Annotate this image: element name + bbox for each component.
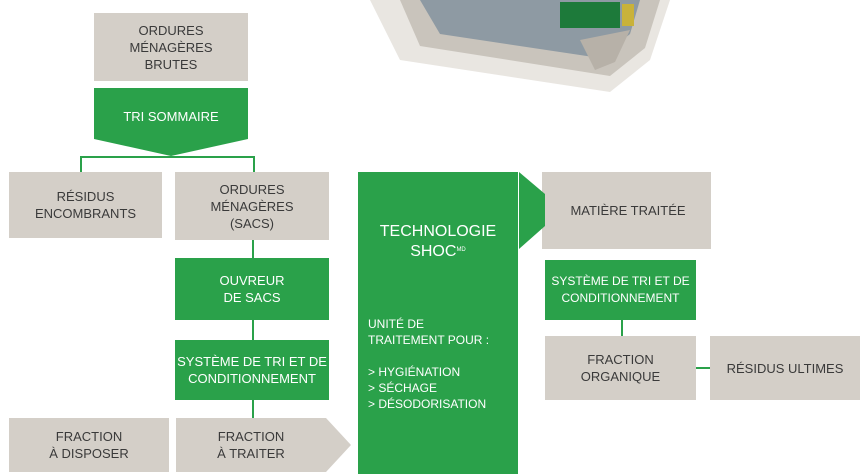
systeme-tri-left-box: SYSTÈME DE TRI ET DE CONDITIONNEMENT: [175, 340, 329, 400]
technologie-title-line1: TECHNOLOGIE: [379, 223, 497, 240]
technologie-shoc-box: [358, 172, 518, 474]
arrow-to-matiere: [519, 172, 545, 249]
fraction-traiter-shape: [176, 418, 351, 472]
tri-sommaire-label: TRI SOMMAIRE: [94, 96, 248, 136]
connector-sacs-ouvreur: [252, 240, 254, 258]
residus-ultimes-box: RÉSIDUS ULTIMES: [710, 336, 860, 400]
technologie-body: UNITÉ DE TRAITEMENT POUR : > HYGIÉNATION…: [368, 317, 490, 411]
systeme-tri-right-box: SYSTÈME DE TRI ET DE CONDITIONNEMENT: [545, 260, 696, 320]
technologie-sup: MD: [456, 247, 466, 253]
ordures-brutes-box: ORDURES MÉNAGÈRES BRUTES: [94, 13, 248, 81]
connector-ouvreur-systeme: [252, 320, 254, 340]
matiere-traitee-shape: [542, 172, 711, 249]
fraction-traiter-label: FRACTION À TRAITER: [217, 429, 285, 461]
technologie-name: SHOC: [410, 243, 457, 260]
connector-organique-ultimes: [696, 367, 710, 369]
ouvreur-sacs-box: OUVREUR DE SACS: [175, 258, 329, 320]
connector-systeme-fraction: [252, 400, 254, 418]
connector-h-top: [80, 156, 254, 158]
technologie-title: TECHNOLOGIE SHOCMD: [358, 222, 518, 262]
equipment-rendering-image: [370, 0, 670, 92]
technologie-title-line2: SHOCMD: [358, 242, 518, 262]
ordures-sacs-box: ORDURES MÉNAGÈRES (SACS): [175, 172, 329, 240]
fraction-disposer-box: FRACTION À DISPOSER: [9, 418, 169, 472]
fraction-organique-box: FRACTION ORGANIQUE: [545, 336, 696, 400]
connector-right-systeme-fraction: [621, 320, 623, 336]
connector-right: [253, 156, 255, 172]
residus-encombrants-box: RÉSIDUS ENCOMBRANTS: [9, 172, 162, 238]
matiere-traitee-label: MATIÈRE TRAITÉE: [570, 203, 686, 218]
connector-left: [80, 156, 82, 172]
